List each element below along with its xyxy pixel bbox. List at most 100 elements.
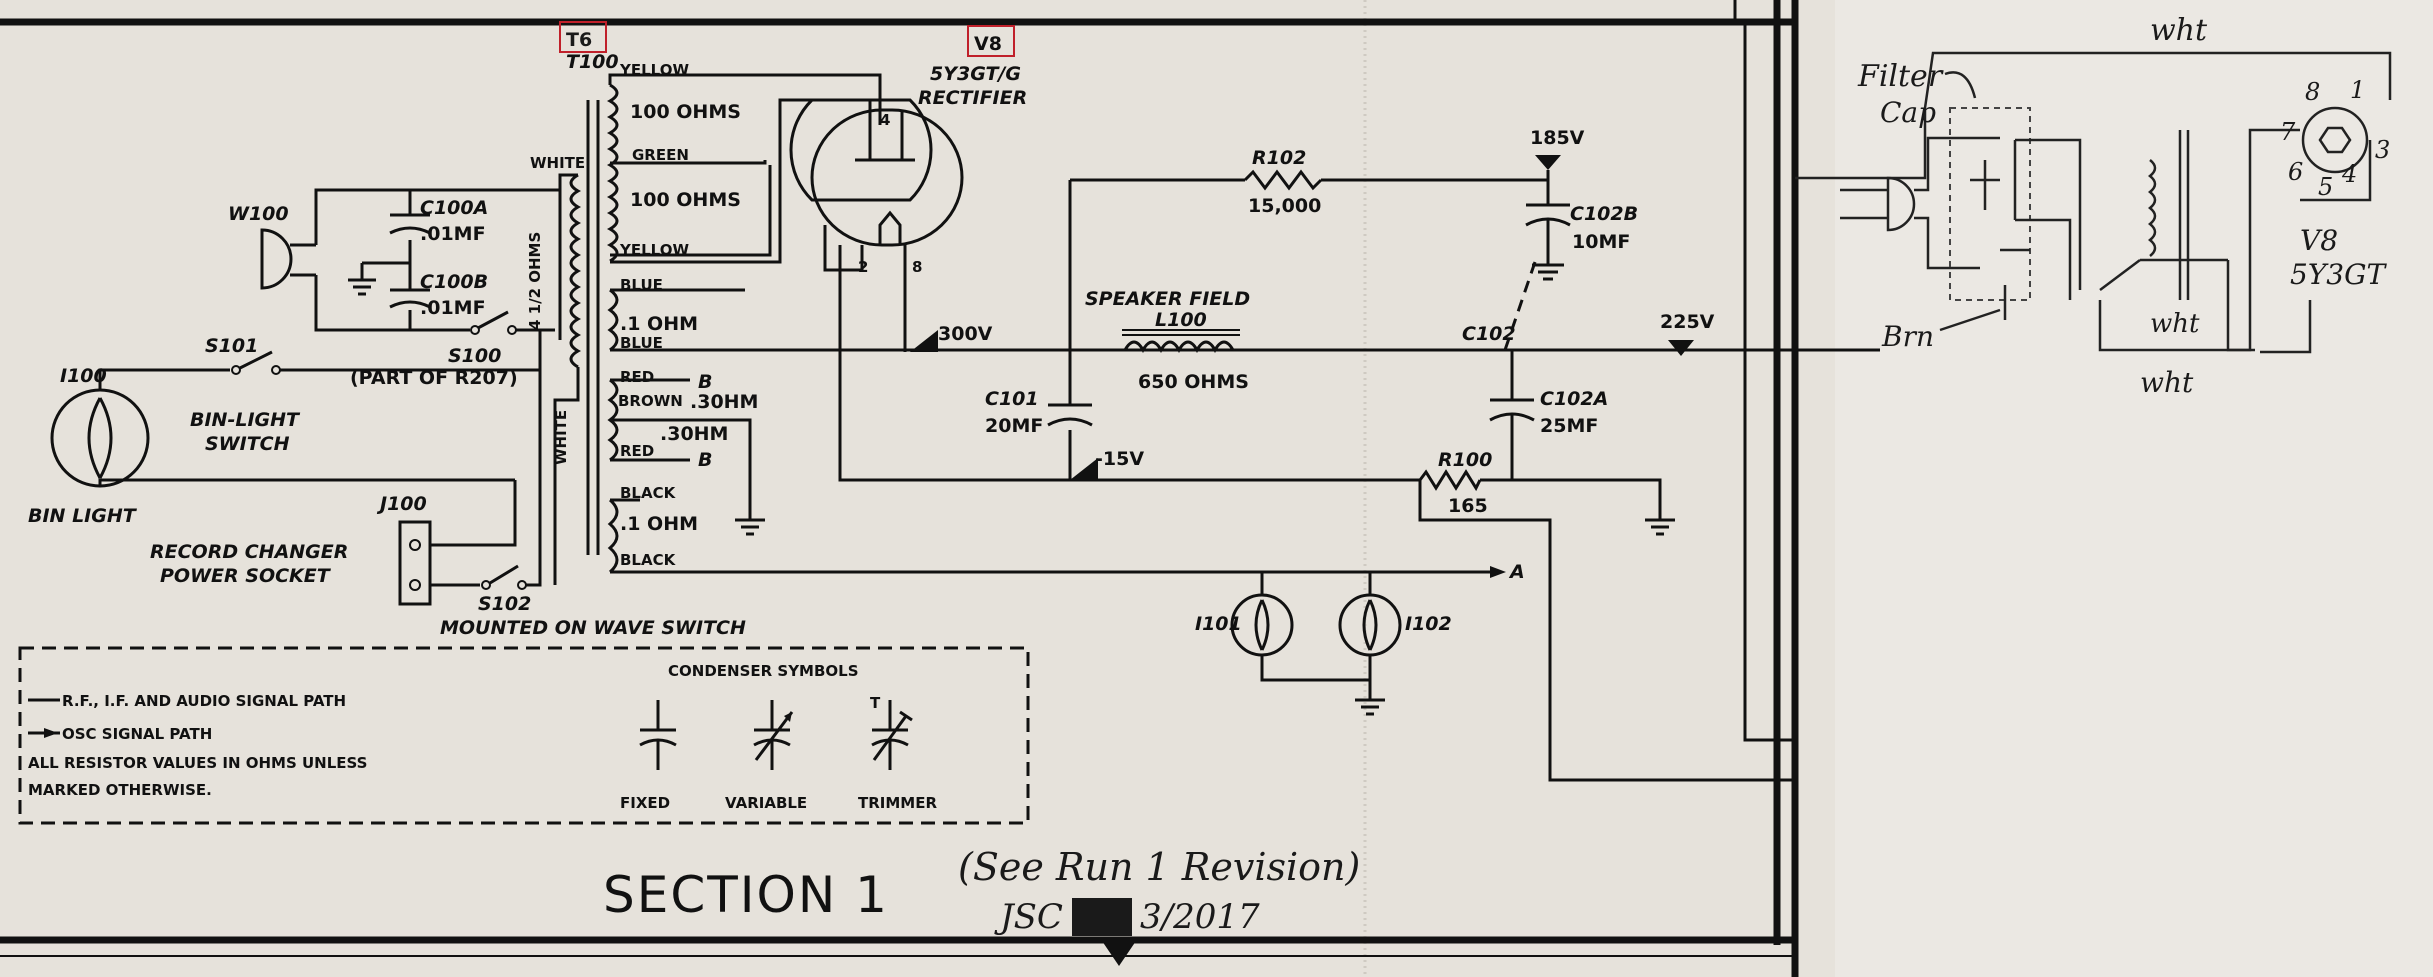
paper-right-panel xyxy=(1835,0,2433,977)
black-top-label: BLACK xyxy=(620,484,677,502)
record-changer-label-2: POWER SOCKET xyxy=(160,565,332,587)
blue-ohm-label: .1 OHM xyxy=(620,313,698,335)
record-changer-label-1: RECORD CHANGER xyxy=(150,541,348,563)
revision-note-3: 3/2017 xyxy=(1140,897,1260,937)
black-ohm-label: .1 OHM xyxy=(620,513,698,535)
s100-label: S100 xyxy=(448,345,501,367)
j100-label: J100 xyxy=(376,493,427,515)
s100-part-label: (PART OF R207) xyxy=(350,367,518,389)
bin-light-label: BIN LIGHT xyxy=(28,505,138,527)
s101-label: S101 xyxy=(205,335,258,357)
c102-label: C102 xyxy=(1462,323,1516,345)
sketch-wht-bottom: wht xyxy=(2140,366,2194,399)
tube-type-label: 5Y3GT/G xyxy=(930,63,1021,85)
c102a-value: 25MF xyxy=(1540,415,1598,437)
c102b-label: C102B xyxy=(1570,203,1638,225)
c100a-label: C100A xyxy=(420,197,488,219)
legend-line-2: OSC SIGNAL PATH xyxy=(62,725,212,743)
legend-trimmer-t: T xyxy=(870,694,881,712)
legend-line-3: ALL RESISTOR VALUES IN OHMS UNLESS xyxy=(28,754,367,772)
power-plug-w100: W100 xyxy=(228,203,316,290)
r102-label: R102 xyxy=(1252,147,1306,169)
condenser-symbols-title: CONDENSER SYMBOLS xyxy=(668,662,859,680)
arrow-b-1: B xyxy=(698,371,712,393)
l100-label: L100 xyxy=(1155,309,1207,331)
legend-box: R.F., I.F. AND AUDIO SIGNAL PATH OSC SIG… xyxy=(18,646,1030,825)
brown-label: BROWN xyxy=(618,392,683,410)
bin-light-circuit: I100 S101 BIN-LIGHT SWITCH BIN LIGHT xyxy=(28,335,540,527)
sketch-filter-cap-1: Filter xyxy=(1857,59,1944,94)
voltage-300v: 300V xyxy=(938,323,993,345)
t6-markup-box xyxy=(559,21,607,53)
record-changer-socket: J100 RECORD CHANGER POWER SOCKET S102 MO… xyxy=(150,330,746,639)
sketch-pin-4: 4 xyxy=(2341,160,2357,188)
bin-light-switch-label-2: SWITCH xyxy=(205,433,290,455)
l100-value: 650 OHMS xyxy=(1138,371,1249,393)
revision-note-2: JSC xyxy=(994,897,1063,937)
sketch-wht-mid: wht xyxy=(2150,309,2200,339)
ohms-100-top-label: 100 OHMS xyxy=(630,101,741,123)
ohms-100-bottom-label: 100 OHMS xyxy=(630,189,741,211)
blue-bottom-label: BLUE xyxy=(620,334,663,352)
sketch-pin-5: 5 xyxy=(2318,173,2333,201)
red-bottom-label: RED xyxy=(620,442,654,460)
primary-white-side-label: WHITE xyxy=(552,410,570,465)
power-transformer-t100: T6 T100 WHITE 4 1/2 OHMS WHITE YELLOW 10… xyxy=(526,21,1880,585)
voltage-225v: 225V xyxy=(1660,311,1715,333)
c102b-value: 10MF xyxy=(1572,231,1630,253)
i100-label: I100 xyxy=(60,365,107,387)
voltage-300v-marker: 300V xyxy=(910,323,993,352)
c100a-value: .01MF xyxy=(420,223,486,245)
sketch-pin-6: 6 xyxy=(2288,158,2303,186)
r100-value: 165 xyxy=(1448,495,1488,517)
w100-label: W100 xyxy=(228,203,289,225)
hand-sketch: wht Filter Cap Brn wht wht 8 1 7 3 6 xyxy=(1795,13,2392,399)
blue-top-label: BLUE xyxy=(620,276,663,294)
mounted-on-label: MOUNTED ON WAVE SWITCH xyxy=(440,617,746,639)
page-border xyxy=(0,0,1799,977)
c100b-label: C100B xyxy=(420,271,488,293)
legend-fixed: FIXED xyxy=(620,794,670,812)
sketch-tube-type: 5Y3GT xyxy=(2290,258,2387,291)
sketch-pin-8: 8 xyxy=(2305,78,2320,106)
pin-8-label: 8 xyxy=(912,258,922,276)
tube-role-label: RECTIFIER xyxy=(918,87,1027,109)
revision-scribble xyxy=(1072,898,1132,936)
scissor-mark xyxy=(1100,938,1138,966)
arrow-b-2: B xyxy=(698,449,712,471)
i101-label: I101 xyxy=(1195,613,1242,635)
r100-label: R100 xyxy=(1438,449,1492,471)
v8-label: V8 xyxy=(974,33,1002,55)
j100-socket xyxy=(398,520,432,606)
bin-light-switch-label-1: BIN-LIGHT xyxy=(190,409,301,431)
sketch-v8: V8 xyxy=(2300,224,2338,257)
legend-variable: VARIABLE xyxy=(725,794,807,812)
c100b-value: .01MF xyxy=(420,297,486,319)
dial-lamps: I101 I102 xyxy=(1195,572,1452,716)
filter-section: R102 15,000 C101 20MF -15V SPEAKER FIELD… xyxy=(985,22,1795,782)
switch-s100: S100 (PART OF R207) xyxy=(350,310,555,389)
t6-label: T6 xyxy=(566,29,592,51)
r102-value: 15,000 xyxy=(1248,195,1321,217)
yellow-top-label: YELLOW xyxy=(619,61,689,79)
pin-2-label: 2 xyxy=(858,258,868,276)
pin-4-label: 4 xyxy=(880,111,890,129)
black-bottom-label: BLACK xyxy=(620,551,677,569)
green-label: GREEN xyxy=(632,146,689,164)
legend-line-1: R.F., I.F. AND AUDIO SIGNAL PATH xyxy=(62,692,346,710)
red-top-label: RED xyxy=(620,368,654,386)
sketch-pin-3: 3 xyxy=(2375,136,2390,164)
c101-value: 20MF xyxy=(985,415,1043,437)
rectifier-tube-v8: V8 5Y3GT/G RECTIFIER 4 2 8 xyxy=(610,25,1070,482)
red-30b-label: .30HM xyxy=(660,423,728,445)
red-30-label: .30HM xyxy=(690,391,758,413)
sketch-pin-1: 1 xyxy=(2350,76,2365,104)
primary-ohms-label: 4 1/2 OHMS xyxy=(526,232,544,330)
arrow-a: A xyxy=(1508,561,1525,583)
revision-note-1: (See Run 1 Revision) xyxy=(958,845,1360,889)
input-filter-wiring: C100A .01MF C100B .01MF xyxy=(314,188,560,332)
c102a-label: C102A xyxy=(1540,388,1608,410)
legend-line-4: MARKED OTHERWISE. xyxy=(28,781,212,799)
section-title: SECTION 1 xyxy=(603,866,889,924)
voltage-minus-15v: -15V xyxy=(1095,448,1144,470)
